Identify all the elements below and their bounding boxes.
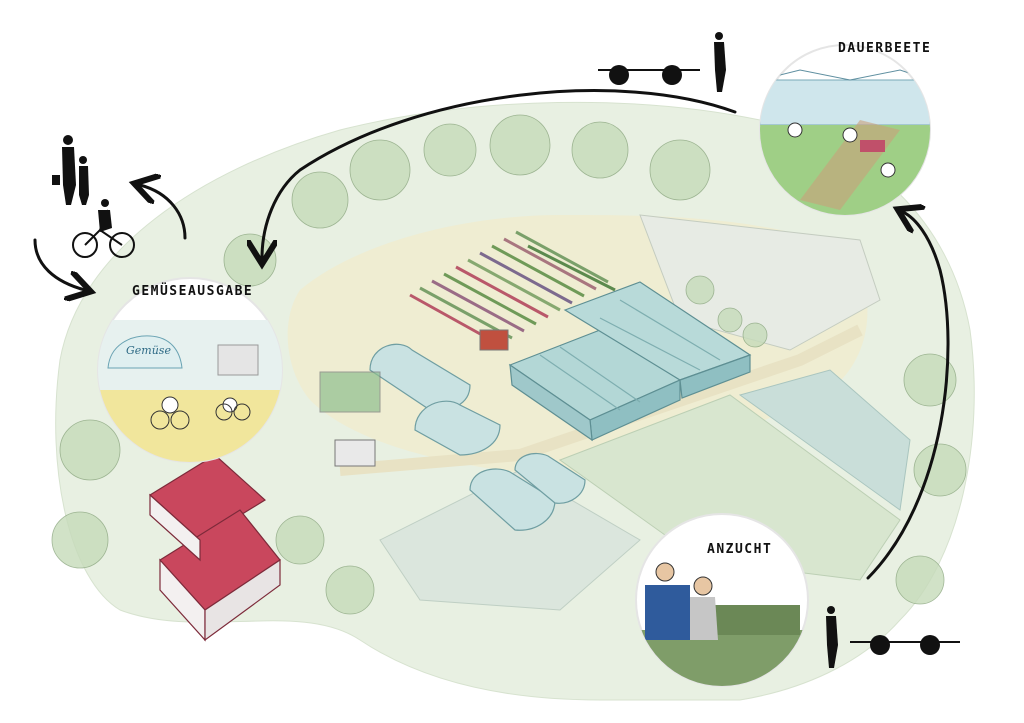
field-upper-right (639, 214, 881, 351)
red-barn (149, 454, 281, 642)
cycle-arrows (33, 89, 950, 580)
field-blue (738, 369, 911, 511)
tunnel-greenhouses (369, 343, 586, 531)
cycle-arrow (140, 185, 187, 240)
cyclist-icon (72, 199, 135, 258)
vignette-anzucht (635, 513, 809, 687)
cart-person-icon (826, 606, 960, 668)
vignette-dauerbeete (759, 44, 931, 216)
cycle-arrow (262, 89, 737, 258)
sheds (319, 329, 509, 467)
label-anzucht: ANZUCHT (707, 542, 773, 557)
cycle-arrow (33, 238, 85, 290)
cycle-arrow (866, 212, 950, 580)
people-icon (52, 135, 89, 205)
tent-sign: Gemüse (126, 344, 171, 357)
greenhouse-block (508, 281, 752, 442)
trees (51, 114, 967, 615)
cart-person-icon (598, 32, 726, 92)
label-dauerbeete: DAUERBEETE (838, 41, 932, 56)
label-gemueseausgabe: GEMÜSEAUSGABE (132, 284, 254, 299)
